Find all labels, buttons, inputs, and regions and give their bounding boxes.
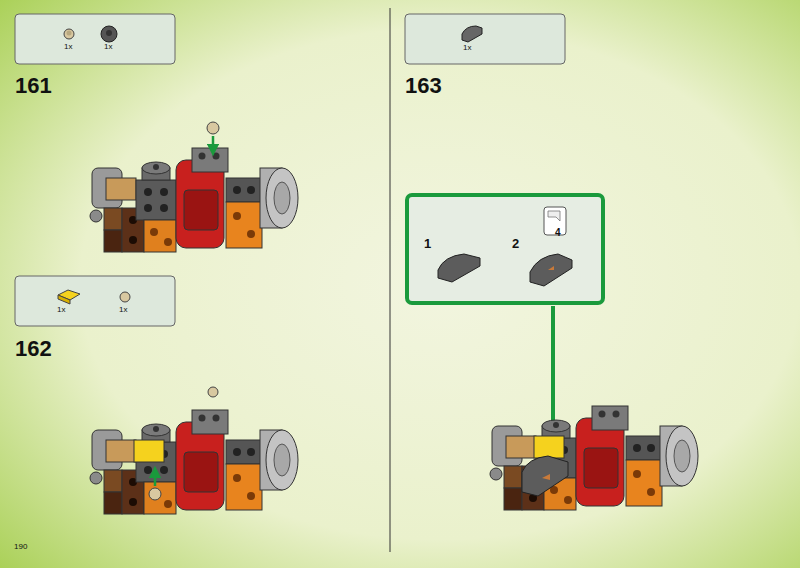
part-quantity: 1x — [463, 44, 471, 52]
part-quantity: 1x — [64, 43, 72, 51]
part-quantity: 1x — [57, 306, 65, 314]
sticker-number-box: 4 — [546, 209, 572, 241]
sticker-number: 4 — [555, 228, 561, 238]
sub-step-number: 2 — [512, 237, 519, 250]
step-number: 161 — [15, 75, 52, 97]
parts-list-box: 1x 1x — [15, 14, 175, 64]
sub-step-callout: 1 2 4 — [405, 193, 605, 305]
sub-step-number: 1 — [424, 237, 431, 250]
parts-list-box: 1x 1x — [15, 276, 175, 326]
step-number: 163 — [405, 75, 442, 97]
step-number: 162 — [15, 338, 52, 360]
parts-list-box: 1x — [405, 14, 565, 64]
part-quantity: 1x — [104, 43, 112, 51]
part-quantity: 1x — [119, 306, 127, 314]
page-number: 190 — [14, 543, 27, 551]
